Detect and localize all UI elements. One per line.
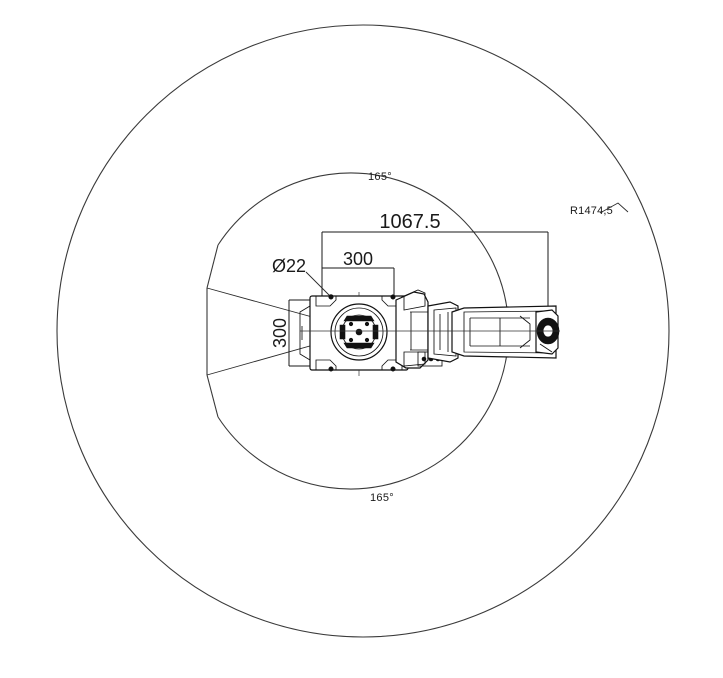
inner-envelope-notch-leg-top — [206, 244, 219, 289]
base-depth-label: 300 — [270, 318, 290, 348]
inner-envelope-notch-leg-bottom — [206, 374, 219, 418]
outer-radius-label: R1474,5 — [570, 205, 613, 217]
swing-angle-bottom-label: 165° — [370, 492, 394, 504]
hole-diameter-leader-line — [305, 271, 331, 297]
robot-wrist-flange — [535, 309, 560, 355]
robot-forearm — [451, 305, 557, 359]
hole-diameter-label: Ø22 — [272, 256, 306, 276]
radius-leader-line — [599, 202, 629, 214]
base-width-label: 300 — [343, 249, 373, 269]
robot-turret-axis1 — [330, 303, 388, 361]
outer-working-envelope-circle — [56, 24, 670, 638]
swing-angle-top-label: 165° — [368, 171, 392, 183]
reach-dimension-label: 1067.5 — [379, 211, 440, 233]
robot-upper-arm — [427, 301, 459, 363]
